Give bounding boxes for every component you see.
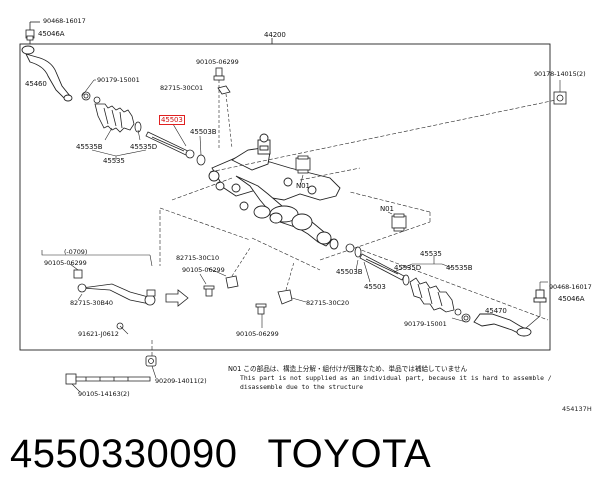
label-45046a-top: 45046A [38,30,65,38]
label-45460: 45460 [25,80,47,88]
label-0709: (-0709) [64,248,88,256]
label-82715-30c20: 82715-30C20 [306,299,350,307]
part-caption: 4550330090 TOYOTA [10,430,431,478]
label-45503-highlighted: 45503 [159,115,185,125]
label-82715-30c01: 82715-30C01 [160,84,204,92]
label-45535-left: 45535 [103,157,125,165]
label-91621-j0612: 91621-J0612 [78,330,119,338]
label-45503b-right: 45503B [336,268,363,276]
part-number: 4550330090 [10,432,238,476]
label-82715-30b40: 82715-30B40 [70,299,113,307]
brand-name: TOYOTA [267,432,432,476]
label-45535d-right: 45535D [394,264,422,272]
label-90468-16017-top: 90468-16017 [43,17,86,25]
label-45535-right: 45535 [420,250,442,258]
label-45503b-top: 45503B [190,128,217,136]
label-90179-15001-right: 90179-15001 [404,320,447,328]
label-44200: 44200 [264,31,286,39]
label-90468-16017-right: 90468-16017 [549,283,592,291]
figure-id: 454137H [562,405,592,413]
label-45046a-right: 45046A [558,295,585,303]
label-90105-14163: 90105-14163(2) [78,390,130,398]
label-45535b-right: 45535B [446,264,473,272]
label-45503-right: 45503 [364,283,386,291]
label-90105-06299-left: 90105-06299 [44,259,87,267]
label-82715-30c10: 82715-30C10 [176,254,220,262]
label-45535d-left: 45535D [130,143,158,151]
label-90105-06299-top: 90105-06299 [196,58,239,66]
label-90178-14015: 90178-14015(2) [534,70,586,78]
label-45470: 45470 [485,307,507,315]
label-n01-b: N01 [380,205,394,213]
arrow-icon [165,289,189,307]
label-90105-06299-bottom: 90105-06299 [236,330,279,338]
label-n01-a: N01 [296,182,310,190]
label-90105-06299-mid: 90105-06299 [182,266,225,274]
label-90209-14011: 90209-14011(2) [155,377,207,385]
label-45535b-left: 45535B [76,143,103,151]
note-english-line-2: disassemble due to the structure [240,383,364,391]
note-japanese: N01 この部品は、構造上分解・組付けが困難なため、単品では補給していません [228,365,468,373]
note-english-line-1: This part is not supplied as an individu… [240,374,552,382]
label-90179-15001-top: 90179-15001 [97,76,140,84]
